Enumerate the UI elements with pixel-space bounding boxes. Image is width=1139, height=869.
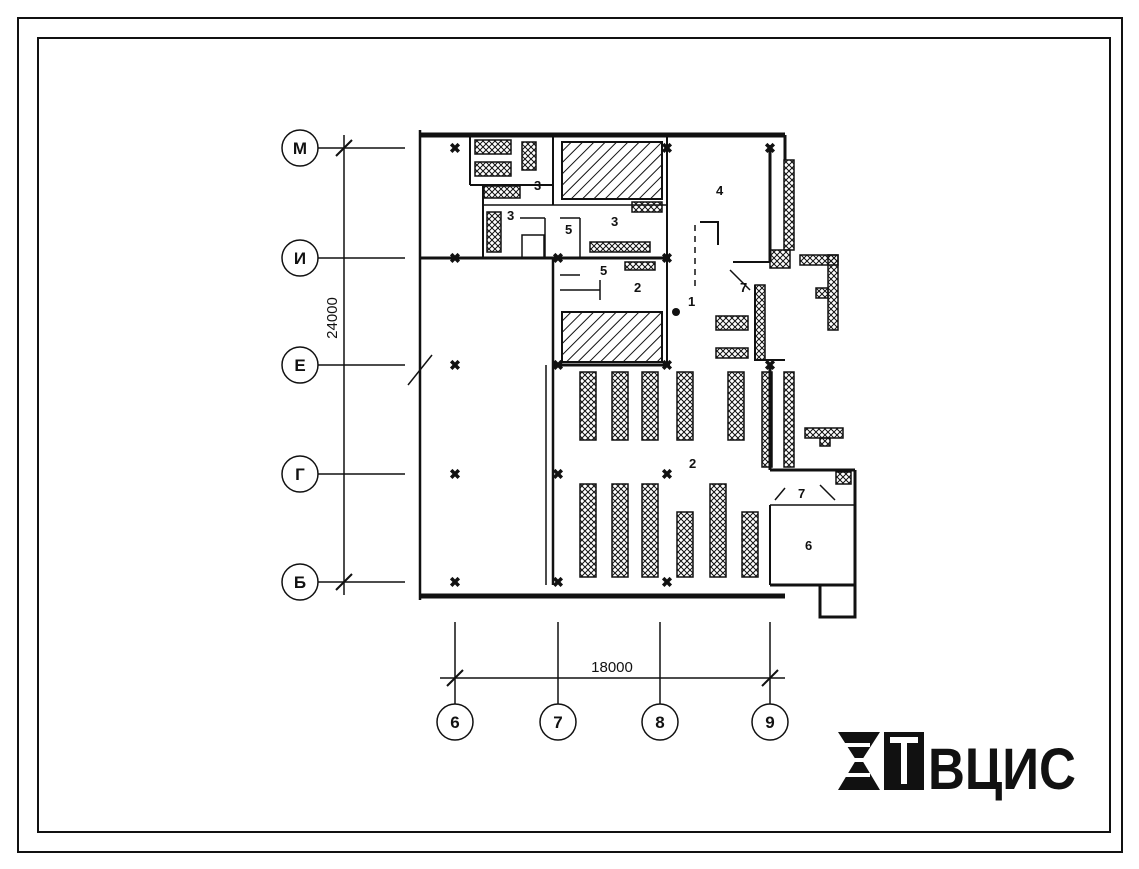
building-walls (407, 130, 857, 619)
room-label-3-b: 3 (507, 208, 514, 223)
axis-label-6: 6 (450, 713, 459, 732)
svg-text:✖: ✖ (449, 574, 461, 590)
column-markers: ✖ ✖ ✖ ✖ ✖ ✖ ✖ ✖ ✖ ✖ ✖ ✖ ✖ ✖ ✖ ✖ (449, 140, 776, 590)
room-label-2-lower: 2 (689, 456, 696, 471)
door-swing-7 (774, 484, 836, 501)
room-label-7-b: 7 (798, 486, 805, 501)
svg-text:✖: ✖ (552, 357, 564, 373)
svg-text:✖: ✖ (449, 140, 461, 156)
column-axes (436, 622, 789, 741)
axis-label-e: Е (294, 356, 305, 375)
axis-label-7: 7 (553, 713, 562, 732)
hatched-zone-lower (561, 311, 663, 363)
column-dot (672, 308, 680, 316)
room-label-7-a: 7 (740, 280, 747, 295)
svg-text:✖: ✖ (449, 357, 461, 373)
svg-text:✖: ✖ (661, 466, 673, 482)
svg-text:✖: ✖ (764, 140, 776, 156)
svg-text:✖: ✖ (552, 466, 564, 482)
room-label-1: 1 (688, 294, 695, 309)
room-label-5-a: 5 (565, 222, 572, 237)
room-label-2-upper: 2 (634, 280, 641, 295)
axis-label-8: 8 (655, 713, 664, 732)
axis-bubble-7 (539, 703, 577, 741)
exterior-wall-fragments (754, 159, 852, 485)
svg-text:✖: ✖ (661, 140, 673, 156)
svg-text:✖: ✖ (661, 574, 673, 590)
axis-label-m: М (293, 139, 307, 158)
axis-label-i: И (294, 249, 306, 268)
svg-text:✖: ✖ (449, 250, 461, 266)
svg-text:✖: ✖ (552, 574, 564, 590)
vertical-dimension-label: 24000 (324, 297, 341, 339)
horizontal-dimension-label: 18000 (591, 659, 633, 676)
svg-text:✖: ✖ (764, 357, 776, 373)
room-label-5-b: 5 (600, 263, 607, 278)
inner-frame (37, 37, 1111, 833)
axis-bubble-9 (751, 703, 789, 741)
room-label-4: 4 (716, 183, 724, 198)
room-label-6: 6 (805, 538, 812, 553)
axis-label-b: Б (294, 573, 306, 592)
shelving-units (474, 139, 773, 578)
svg-text:✖: ✖ (661, 250, 673, 266)
axis-bubble-6 (436, 703, 474, 741)
room-label-3-c: 3 (611, 214, 618, 229)
axis-label-g: Г (295, 465, 305, 484)
axis-bubble-8 (641, 703, 679, 741)
row-axes (281, 129, 405, 601)
brand-wordmark: ВЦИС (928, 737, 1076, 802)
room-label-3-a: 3 (534, 178, 541, 193)
outer-frame (17, 17, 1123, 853)
hatched-zone-upper (561, 141, 663, 200)
svg-text:✖: ✖ (449, 466, 461, 482)
svg-text:✖: ✖ (552, 250, 564, 266)
axis-label-9: 9 (765, 713, 774, 732)
svg-text:✖: ✖ (661, 357, 673, 373)
tvuis-logo-icon (838, 732, 924, 790)
